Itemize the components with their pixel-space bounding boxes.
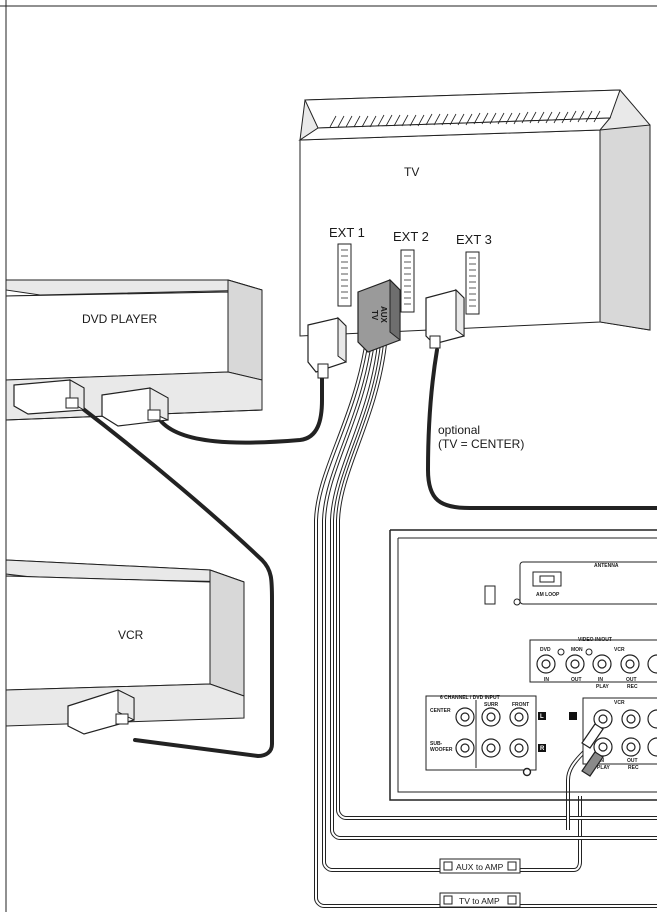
six-channel-label: 6 CHANNEL / DVD INPUT [440, 695, 500, 701]
vcr-out-rec-label: OUT [627, 758, 638, 764]
dvd-player-label: DVD PLAYER [82, 312, 157, 326]
sub-label: SUB- [430, 741, 443, 747]
vcr-audio-label: VCR [614, 700, 625, 706]
ext2-cable-bundle [314, 339, 657, 908]
mon-jack-label: MON [571, 647, 583, 653]
amplifier-rear-panel: ANTENNA AM LOOP VIDEO IN/OUT DVD MON VCR… [389, 529, 657, 801]
aux-to-amp-tag: AUX to AMP [439, 858, 521, 874]
video-rec-label: REC [627, 684, 638, 690]
center-label: CENTER [430, 708, 451, 714]
antenna-label: ANTENNA [594, 563, 619, 569]
rca-plug-white [581, 723, 604, 749]
dvd-vcr-cable [76, 403, 274, 758]
vcr: VCR [5, 559, 245, 727]
scart-tv-label: TV [370, 310, 379, 321]
dvd-scart-plug-2 [101, 387, 169, 427]
panel-screw [513, 598, 521, 606]
vcr-l-badge [569, 712, 577, 720]
r-badge-text: R [540, 746, 545, 752]
am-loop-label: AM LOOP [536, 592, 560, 598]
tv-to-amp-label: TV to AMP [459, 896, 500, 906]
vcr-play-label: PLAY [597, 765, 611, 771]
vcr-in-play-label: IN [599, 758, 604, 764]
optional-label: optional [438, 423, 480, 437]
ext2-label: EXT 2 [393, 229, 429, 244]
video-in-out-label: VIDEO IN/OUT [578, 637, 612, 643]
dvd-tv-cable [158, 370, 324, 445]
rca-plug-grey [581, 751, 604, 777]
r-badge [538, 744, 546, 752]
tv-set: TV EXT 1 EXT 2 EXT 3 [298, 89, 651, 337]
optional-center-cable [426, 348, 657, 510]
vcr-jack-label: VCR [614, 647, 625, 653]
ext1-label: EXT 1 [329, 225, 365, 240]
dvd-jack-label: DVD [540, 647, 551, 653]
ext2-tv-aux-plug: TV AUX [357, 278, 401, 353]
ext3-label: EXT 3 [456, 232, 492, 247]
video-in-play-label: IN [598, 677, 603, 683]
ext2-socket [400, 249, 415, 313]
vcr-label: VCR [118, 628, 144, 642]
ext3-socket [465, 251, 480, 315]
l-badge-text: L [540, 714, 544, 720]
woofer-label: WOOFER [430, 747, 453, 753]
panel-screw-2 [522, 767, 532, 777]
front-label: FRONT [512, 702, 529, 708]
optional-center-label: (TV = CENTER) [438, 437, 524, 451]
video-out-label: OUT [571, 677, 582, 683]
ext3-scart-plug [425, 288, 465, 349]
video-in-label: IN [544, 677, 549, 683]
scart-aux-label: AUX [379, 306, 388, 324]
l-badge [538, 712, 546, 720]
vcr-rec-label: REC [628, 765, 639, 771]
vcr-scart-plug [67, 689, 135, 735]
panel-switch [484, 585, 496, 605]
video-out-rec-label: OUT [626, 677, 637, 683]
dvd-scart-plug-1 [13, 379, 85, 415]
tv-to-amp-tag: TV to AMP [439, 892, 521, 908]
ext1-scart-plug [307, 316, 347, 379]
video-play-label: PLAY [596, 684, 610, 690]
aux-to-amp-label: AUX to AMP [456, 862, 504, 872]
tv-label: TV [404, 165, 419, 179]
surr-label: SURR [484, 702, 499, 708]
ext1-socket [337, 243, 352, 307]
